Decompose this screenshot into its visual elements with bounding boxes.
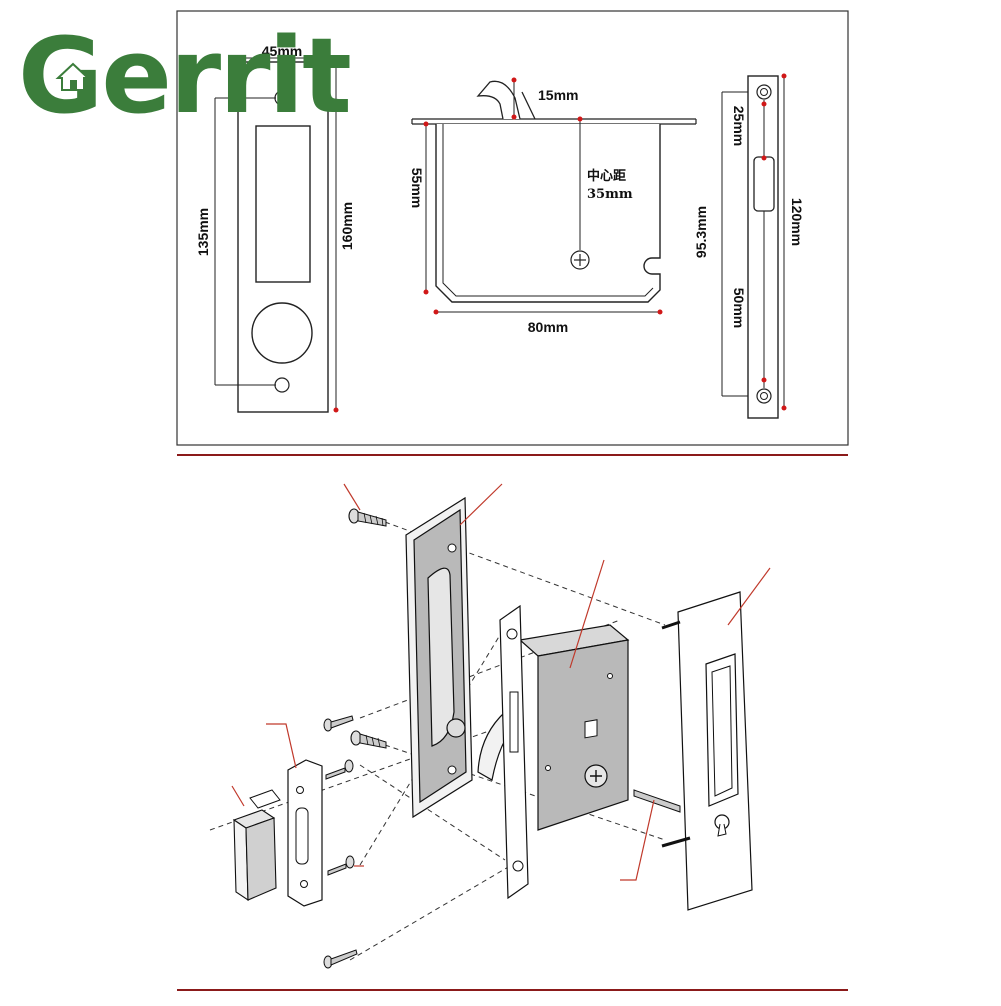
outer-faceplate [661, 591, 753, 911]
faceplate-view: 45mm 135mm 160mm [195, 43, 355, 413]
faceplate-key-hole [251, 302, 313, 364]
hook-profile [476, 80, 521, 120]
strike-plate-outline [747, 75, 779, 419]
body-height-label: 55mm [409, 168, 425, 208]
strike-plate-view: 25mm 95.3mm 120mm 50mm [693, 73, 805, 419]
strike-box [232, 789, 281, 902]
body-width-label: 80mm [528, 319, 568, 335]
strike-plate [287, 759, 323, 907]
screw-bottom [323, 949, 358, 969]
inner-faceplate [405, 496, 473, 819]
lock-body-view: 15mm 中心距 35mm 55mm 80mm [409, 77, 697, 335]
screw-small-1 [323, 715, 354, 732]
screw-middle-left [350, 730, 387, 749]
spindle [633, 789, 681, 813]
strike-hole-span-label: 95.3mm [693, 206, 709, 258]
faceplate-width-label: 45mm [262, 43, 302, 59]
center-distance-label: 中心距 [587, 168, 626, 184]
strike-slot [753, 156, 775, 212]
lock-body-outline [435, 124, 661, 303]
lock-case [518, 624, 630, 831]
exploded-view [209, 483, 771, 969]
strike-height-label: 120mm [789, 198, 805, 246]
strike-top-offset-label: 25mm [731, 106, 747, 146]
hook-height-label: 15mm [538, 87, 578, 103]
faceplate-recess [255, 125, 311, 283]
brand-logo: Gerrit [18, 15, 352, 137]
screw-small-3 [327, 855, 355, 876]
dimension-drawing: 45mm 135mm 160mm 15mm 中心距 [176, 10, 849, 446]
lock-front-plate [499, 604, 529, 900]
strike-lower-offset-label: 50mm [731, 288, 747, 328]
screw-top-left [348, 508, 387, 527]
faceplate-hole-span-label: 135mm [195, 208, 211, 256]
faceplate-screw-hole [274, 377, 290, 393]
house-icon [55, 62, 91, 91]
faceplate-height-label: 160mm [339, 202, 355, 250]
screw-small-2 [325, 759, 354, 780]
center-distance-value: 35mm [587, 187, 633, 202]
pull-handle [427, 567, 455, 747]
